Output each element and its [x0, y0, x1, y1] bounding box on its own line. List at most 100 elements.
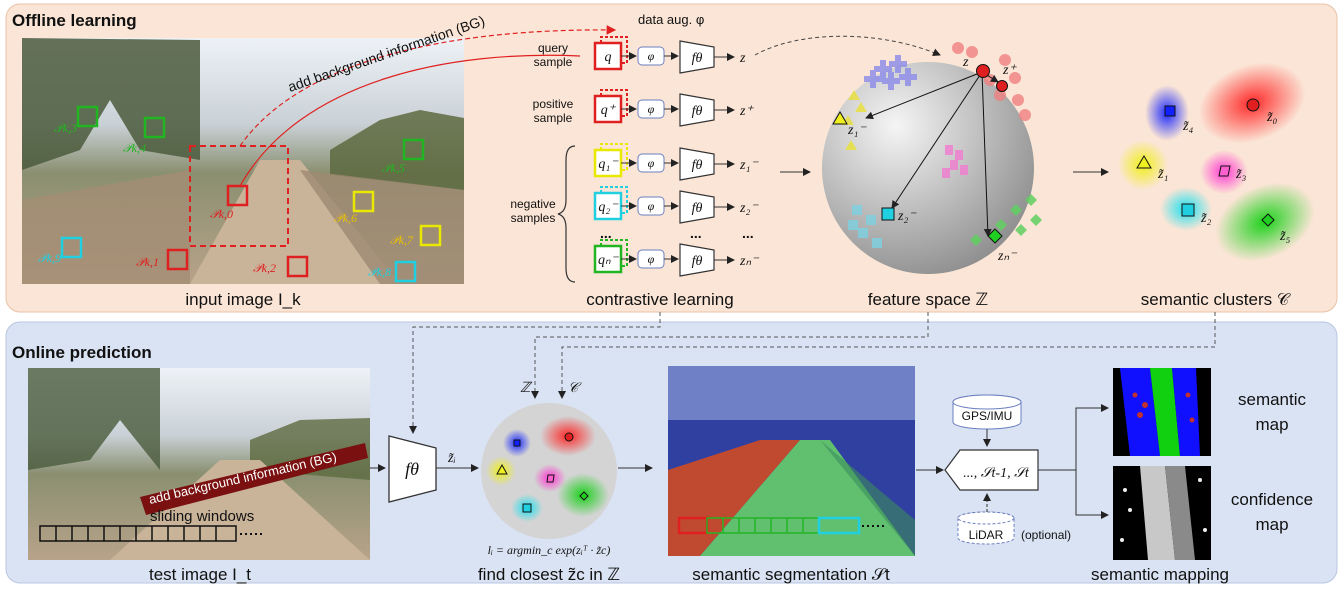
bg-region	[189, 145, 289, 247]
bg-band	[140, 443, 368, 515]
svg-text:z₁⁻: z₁⁻	[847, 123, 867, 138]
find-caption: find closest z̃c in ℤ	[478, 565, 620, 584]
input-caption: input image I_k	[185, 290, 301, 309]
svg-text:semantic: semantic	[1238, 390, 1307, 409]
svg-text:𝒫k,6: 𝒫k,6	[334, 211, 357, 225]
svg-text:𝒫k,9: 𝒫k,9	[38, 251, 61, 265]
clusters-caption: semantic clusters 𝒞	[1141, 290, 1291, 309]
sliding-label: sliding windows	[150, 508, 254, 525]
mapping-caption: semantic mapping	[1091, 565, 1229, 584]
svg-text:fθ: fθ	[692, 158, 703, 173]
online-clusters	[486, 416, 609, 522]
svg-text:zₙ⁻: zₙ⁻	[739, 254, 760, 269]
z-symbols: z z⁺ z₁⁻ z₂⁻ zₙ⁻	[739, 51, 760, 269]
semantic-clusters	[1118, 62, 1315, 262]
Z-symbol: ℤ	[520, 381, 533, 396]
svg-text:𝒫k,5: 𝒫k,5	[382, 161, 405, 175]
svg-text:q⁺: q⁺	[601, 103, 617, 118]
svg-text:sample: sample	[534, 55, 573, 69]
sliding-windows	[39, 525, 262, 542]
svg-text:map: map	[1255, 415, 1288, 434]
svg-text:𝒫k,3: 𝒫k,3	[54, 121, 77, 135]
svg-text:negative: negative	[510, 197, 556, 211]
sample-symbols: q q⁺ q₁⁻ q₂⁻ qₙ⁻	[598, 50, 620, 268]
svg-text:sample: sample	[534, 111, 573, 125]
sample-labels: query sample positive sample negative sa…	[510, 41, 573, 225]
lidar-label: LiDAR	[969, 528, 1004, 542]
offline-title: Offline learning	[12, 11, 137, 30]
confidence-map	[1113, 466, 1211, 560]
svg-text:z̃₅: z̃₅	[1279, 229, 1290, 244]
svg-text:z₂⁻: z₂⁻	[897, 209, 917, 224]
online-title: Online prediction	[12, 343, 152, 362]
phi-symbols: φ φ φ φ φ	[648, 49, 655, 266]
input-image	[22, 38, 464, 284]
encoder-symbols: fθ fθ fθ fθ fθ	[692, 51, 703, 269]
svg-text:z⁺: z⁺	[739, 104, 754, 119]
svg-text:z: z	[739, 51, 746, 66]
svg-text:confidence: confidence	[1231, 490, 1313, 509]
svg-text:φ: φ	[648, 199, 655, 213]
svg-text:z̃₃: z̃₃	[1235, 167, 1246, 182]
svg-text:z₁⁻: z₁⁻	[739, 158, 759, 173]
svg-text:z̃₁: z̃₁	[1157, 167, 1168, 182]
svg-text:fθ: fθ	[692, 51, 703, 66]
encoder-symbol: fθ	[405, 459, 419, 479]
svg-text:...: ...	[600, 225, 612, 241]
segmentation-windows	[677, 516, 885, 535]
svg-text:z̃₂: z̃₂	[1200, 211, 1211, 226]
svg-text:𝒫k,0: 𝒫k,0	[210, 207, 233, 221]
svg-text:fθ: fθ	[692, 104, 703, 119]
map-labels: semantic map confidence map	[1231, 390, 1313, 534]
test-caption: test image I_t	[149, 565, 251, 584]
online-encoder	[388, 435, 437, 503]
svg-text:...: ...	[690, 225, 702, 241]
svg-text:map: map	[1255, 515, 1288, 534]
svg-text:𝒫k,8: 𝒫k,8	[368, 265, 391, 279]
svg-text:z̃₀: z̃₀	[1266, 110, 1277, 125]
gps-imu-box	[952, 394, 1022, 430]
segmentation-image	[668, 366, 915, 556]
query-arrow	[239, 54, 581, 187]
zi-symbol: z̃ᵢ	[447, 451, 456, 466]
svg-text:q₁⁻: q₁⁻	[598, 157, 619, 172]
seg-caption: semantic segmentation 𝒮t	[692, 565, 890, 584]
feed-lines	[409, 312, 1216, 434]
sample-boxes	[593, 41, 623, 274]
svg-text:z⁺: z⁺	[1002, 63, 1017, 78]
svg-text:𝒫k,7: 𝒫k,7	[390, 233, 414, 247]
svg-text:φ: φ	[648, 252, 655, 266]
svg-text:z₂⁻: z₂⁻	[739, 201, 759, 216]
svg-text:qₙ⁻: qₙ⁻	[598, 253, 620, 268]
svg-text:q₂⁻: q₂⁻	[598, 200, 619, 215]
phi-boxes	[637, 46, 665, 269]
feature-labels: z z⁺ z₁⁻ z₂⁻ zₙ⁻	[847, 55, 1018, 264]
lidar-box	[957, 511, 1015, 545]
ellipsis-row: ... ... ...	[600, 225, 754, 241]
svg-text:z: z	[962, 55, 969, 70]
svg-text:fθ: fθ	[692, 254, 703, 269]
svg-text:samples: samples	[511, 211, 556, 225]
svg-text:φ: φ	[648, 102, 655, 116]
bg-arrow	[239, 25, 617, 147]
svg-text:...: ...	[742, 225, 754, 241]
row-arrows	[621, 52, 735, 264]
svg-text:φ: φ	[648, 49, 655, 63]
patch-labels: 𝒫k,3 𝒫k,4 𝒫k,5 𝒫k,0 𝒫k,6 𝒫k,7 𝒫k,9 𝒫k,1 …	[38, 121, 414, 279]
svg-text:q: q	[605, 50, 612, 65]
data-aug-label: data aug. φ	[638, 12, 704, 27]
svg-text:z̃₄: z̃₄	[1182, 119, 1193, 134]
sample-shadows	[600, 36, 628, 267]
semantic-map	[1113, 368, 1211, 456]
svg-text:fθ: fθ	[692, 201, 703, 216]
svg-text:positive: positive	[533, 97, 574, 111]
svg-text:query: query	[538, 41, 568, 55]
feature-points	[832, 42, 1042, 248]
encoder-shapes	[679, 40, 715, 277]
svg-text:zₙ⁻: zₙ⁻	[997, 249, 1018, 264]
contrastive-caption: contrastive learning	[586, 290, 733, 309]
svg-text:φ: φ	[648, 156, 655, 170]
map-arrows	[1038, 404, 1109, 519]
optional-label: (optional)	[1021, 528, 1071, 542]
